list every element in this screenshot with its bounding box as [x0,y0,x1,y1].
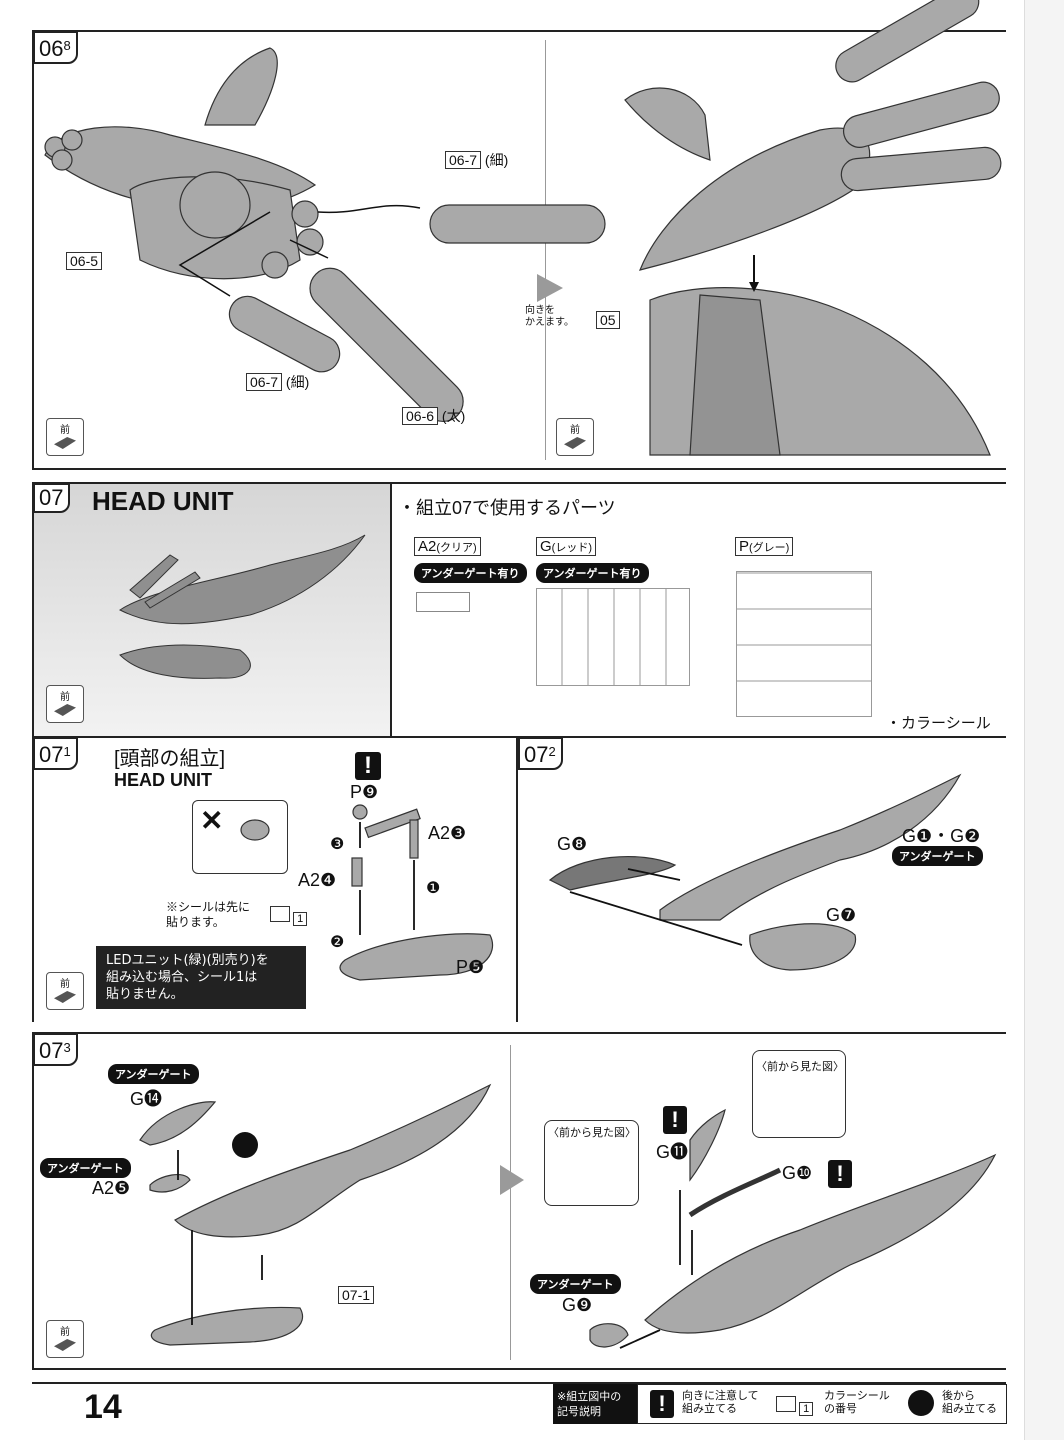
rule-07-top [32,482,1006,484]
footer-rule [32,1382,1006,1384]
rule-07-mid [390,482,392,737]
label-g7: G❼ [826,905,857,925]
front-icon: 前 [46,1320,84,1358]
parts-title: ・組立07で使用するパーツ [398,498,616,518]
led-note: LEDユニット(緑)(別売り)を 組み込む場合、シール1は 貼りません。 [96,946,306,1009]
label-06-7-thin-bottom: 06-7 (細) [246,372,309,392]
step-06-8-label: 068 [33,31,78,64]
seal-note: ※シールは先に 貼ります。 [166,900,251,929]
under-gate-badge: アンダーゲート [892,846,983,866]
rule-07-1-left [32,736,34,1022]
rule-06-bottom [32,468,1006,470]
turn-note: 向きを かえます。 [525,305,574,328]
front-view-callout [752,1050,846,1138]
runner-g-diagram [536,588,690,686]
head-unit-image [119,534,366,679]
legend-box [637,1384,1007,1424]
later-assembly-icon [908,1390,934,1416]
label-p9: P❾ [350,782,379,802]
legend-seal: カラーシール の番号 [824,1390,890,1415]
runner-a2-diagram [416,592,470,612]
diagram-07-3 [139,1083,997,1349]
step-07-3-label: 073 [33,1033,78,1066]
step-07-1-label: 071 [33,737,78,770]
rule-07-3-bottom [32,1368,1006,1370]
color-seal-label: ・カラーシール [886,715,991,732]
label-05: 05 [596,311,620,329]
runner-g-label: G(レッド) [536,537,596,556]
rule-07-1-mid [516,736,518,1022]
page-number: 14 [84,1388,122,1426]
legend-seal-icon: 1 [776,1396,814,1416]
diagram-06-8 [44,0,1002,456]
front-icon: 前 [46,685,84,723]
under-gate-badge: アンダーゲート [530,1274,621,1294]
rule-07-3-left [32,1032,34,1370]
front-icon: 前 [46,972,84,1010]
x-icon: ✕ [200,805,224,836]
seal-number: 1 [270,906,308,926]
rule-07-3-top [32,1032,1006,1034]
adjacent-page-edge [1024,0,1064,1440]
label-g14: G⓮ [130,1089,163,1109]
wrong-way-callout [192,800,288,874]
divider [545,40,546,460]
order-3: ❸ [330,836,345,853]
label-g9: G❾ [562,1295,593,1315]
label-g11: G⓫ [656,1142,689,1162]
step-07-2-label: 072 [518,737,563,770]
label-06-5: 06-5 [66,252,103,270]
runner-p-diagram [736,571,872,717]
label-07-1-ref: 07-1 [338,1286,375,1304]
rule-07-left [32,482,34,737]
under-gate-badge: アンダーゲート [108,1064,199,1084]
label-a2-5: A2❺ [92,1178,131,1198]
front-view-callout [544,1120,639,1206]
order-2: ❷ [330,934,345,951]
left-rule [32,30,34,470]
orientation-icon: ! [355,752,381,780]
label-a2-3: A2❸ [428,823,467,843]
runner-a2-badge: アンダーゲート有り [414,563,527,583]
orientation-icon: ! [650,1390,674,1418]
order-1: ❶ [426,880,441,897]
divider [510,1045,511,1360]
step-07-1-title-jp: [頭部の組立] [114,748,226,770]
label-a2-4: A2❹ [298,870,337,890]
label-p5: P❺ [456,957,485,977]
label-g10: G❿ [782,1163,813,1183]
front-icon: 前 [556,418,594,456]
front-view-label: 〈前から見た図〉 [548,1127,636,1139]
label-06-7-thin-top: 06-7 (細) [445,150,508,170]
label-g8: G❽ [557,834,588,854]
legend-orient: 向きに注意して 組み立てる [682,1390,759,1415]
legend-title: ※組立図中の 記号説明 [553,1384,637,1424]
runner-g-badge: アンダーゲート有り [536,563,649,583]
diagram-07-2 [548,773,962,971]
legend-later: 後から 組み立てる [942,1390,997,1415]
label-06-6-thick: 06-6 (太) [402,406,465,426]
top-rule [32,30,1006,32]
front-icon: 前 [46,418,84,456]
step-07-label: 07 [33,483,71,513]
diagram-07-1 [240,804,494,981]
front-view-label: 〈前から見た図〉 [756,1061,844,1073]
orientation-icon: ! [663,1106,687,1134]
step-07-title: HEAD UNIT [92,486,234,516]
runner-p-label: P(グレー) [735,537,794,556]
orientation-icon: ! [828,1160,852,1188]
runner-a2-label: A2(クリア) [414,537,481,556]
step-07-1-title-en: HEAD UNIT [114,770,212,790]
under-gate-badge: アンダーゲート [40,1158,131,1178]
label-g1-g2: G❶・G❷ [902,826,981,846]
